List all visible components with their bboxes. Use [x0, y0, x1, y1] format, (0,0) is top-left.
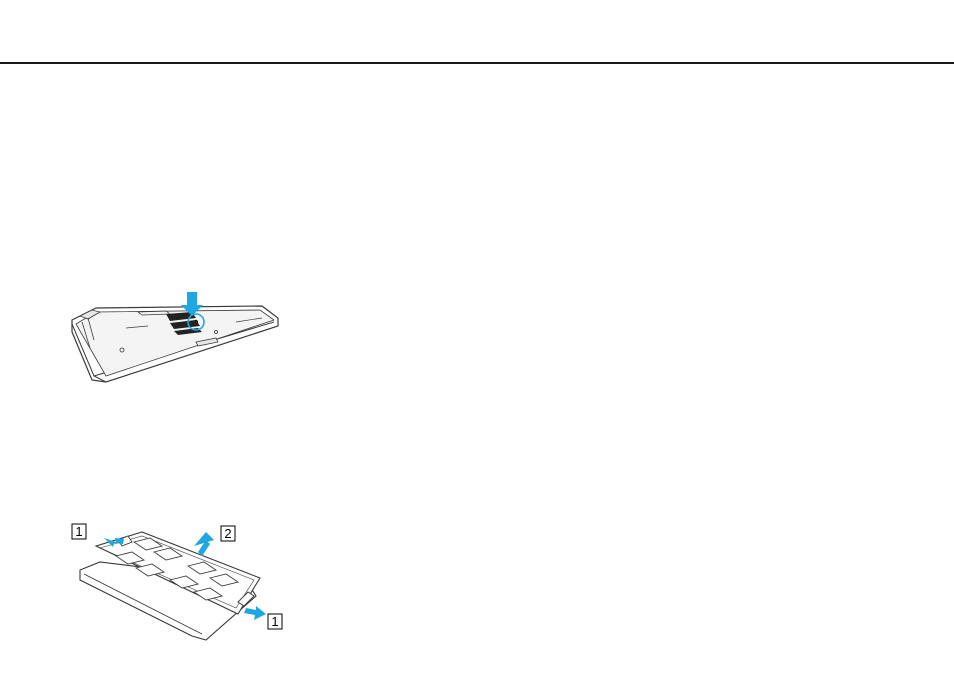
lift-module-arrow-icon — [194, 532, 214, 556]
callout-1-right: 1 — [268, 614, 282, 629]
svg-text:2: 2 — [224, 526, 231, 541]
memory-module-illustration: 1 2 1 — [70, 518, 300, 644]
callout-2: 2 — [221, 526, 235, 541]
release-clip-arrow-right-icon — [244, 606, 266, 620]
callout-1-left: 1 — [72, 524, 86, 539]
laptop-underside-illustration — [66, 288, 282, 384]
svg-text:1: 1 — [271, 614, 278, 629]
svg-text:1: 1 — [75, 524, 82, 539]
header-divider — [0, 62, 954, 64]
